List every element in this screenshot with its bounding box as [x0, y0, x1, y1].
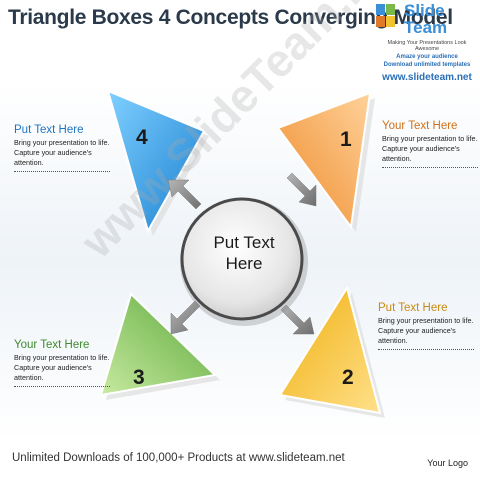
callout-divider	[14, 386, 110, 387]
callout-top-left: Put Text Here Bring your presentation to…	[14, 124, 110, 172]
callout-heading: Your Text Here	[382, 120, 458, 132]
callout-body-line: Capture your audience's	[378, 326, 456, 335]
logo-line-1: Amaze your audience	[396, 54, 458, 60]
callout-divider	[14, 171, 110, 172]
triangle-2[interactable]	[278, 285, 385, 418]
logo-word-slide: Slide	[404, 1, 445, 20]
arrow-up-right	[286, 172, 317, 207]
center-text-line-2: Here	[225, 254, 263, 273]
box-number-1: 1	[340, 128, 352, 151]
footer-text: Unlimited Downloads of 100,000+ Products…	[12, 452, 345, 464]
logo-mark-icon	[376, 4, 395, 27]
callout-heading: Put Text Here	[378, 302, 448, 314]
logo-line-2: Download unlimited templates	[383, 62, 471, 68]
center-text: Put Text Here	[196, 232, 292, 274]
callout-body-line: attention.	[382, 154, 412, 163]
triangle-1[interactable]	[276, 91, 375, 232]
callout-body-line: Capture your audience's	[14, 148, 92, 157]
arrow-down-left	[170, 300, 201, 335]
callout-body-line: Bring your presentation to life.	[14, 353, 110, 362]
logo-word-team: Team	[404, 18, 448, 37]
callout-body-line: Bring your presentation to life.	[14, 138, 110, 147]
callout-divider	[382, 167, 478, 168]
callout-body: Bring your presentation to life. Capture…	[382, 134, 478, 164]
callout-divider	[378, 349, 474, 350]
box-number-2: 2	[342, 366, 354, 389]
callout-body-line: Bring your presentation to life.	[378, 316, 474, 325]
your-logo-placeholder: Your Logo	[427, 458, 468, 468]
callout-body-line: attention.	[14, 158, 44, 167]
callout-body-line: attention.	[378, 336, 408, 345]
center-text-line-1: Put Text	[213, 233, 275, 252]
callout-top-right: Your Text Here Bring your presentation t…	[382, 120, 478, 168]
callout-heading: Your Text Here	[14, 339, 90, 351]
triangle-4[interactable]	[106, 89, 209, 236]
callout-body: Bring your presentation to life. Capture…	[14, 353, 110, 383]
arrow-down-right	[280, 304, 315, 335]
logo-url: www.slideteam.net	[382, 72, 472, 83]
logo-tagline: Making Your Presentations Look Awesome	[387, 40, 467, 52]
callout-body: Bring your presentation to life. Capture…	[14, 138, 110, 168]
callout-body-line: Capture your audience's	[382, 144, 460, 153]
slideteam-logo[interactable]: Slide Team Making Your Presentations Loo…	[376, 2, 478, 86]
callout-body-line: Bring your presentation to life.	[382, 134, 478, 143]
center-circle[interactable]	[180, 197, 308, 326]
box-number-4: 4	[136, 126, 148, 149]
callout-body-line: attention.	[14, 373, 44, 382]
arrow-up-left	[167, 179, 202, 210]
callout-bottom-right: Put Text Here Bring your presentation to…	[378, 302, 474, 350]
callout-body-line: Capture your audience's	[14, 363, 92, 372]
callout-bottom-left: Your Text Here Bring your presentation t…	[14, 339, 110, 387]
page-title: Triangle Boxes 4 Concepts Converging Mod…	[8, 6, 453, 29]
callout-body: Bring your presentation to life. Capture…	[378, 316, 474, 346]
triangle-3[interactable]	[99, 292, 220, 400]
callout-heading: Put Text Here	[14, 124, 84, 136]
box-number-3: 3	[133, 366, 145, 389]
